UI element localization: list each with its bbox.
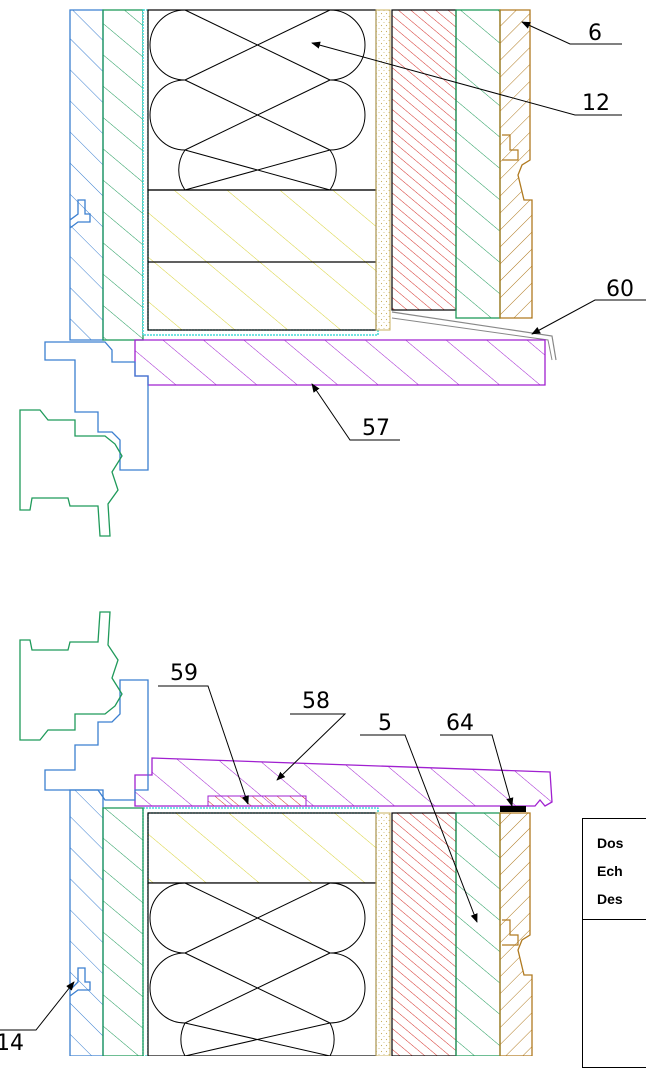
- top-red-brick: [391, 9, 457, 311]
- title-block-divider: [583, 919, 646, 920]
- bottom-packer: [207, 795, 307, 807]
- bottom-insulation: [147, 882, 377, 1056]
- top-green-panel: [455, 9, 501, 319]
- title-block-row-2: Ech: [597, 863, 623, 879]
- label-6: 6: [588, 21, 602, 46]
- top-section: [19, 9, 557, 537]
- callout-labels: 6 12 60 57 59 58 5 64 14: [0, 21, 634, 1056]
- bottom-green-sheathing: [102, 807, 144, 1056]
- bottom-window-frame-blue: [44, 679, 149, 801]
- top-purple-lintel: [134, 339, 546, 386]
- top-timber-block: [147, 189, 377, 331]
- top-brown-cladding: [499, 9, 533, 319]
- label-59: 59: [170, 661, 198, 686]
- label-14: 14: [0, 1031, 24, 1056]
- leaders: [0, 21, 646, 1031]
- title-block: Dos Ech Des: [582, 818, 646, 1068]
- top-insulation-pattern: [149, 9, 366, 191]
- title-block-row-1: Dos: [597, 835, 624, 851]
- bottom-green-panel: [455, 812, 501, 1056]
- bottom-insulation-pattern: [149, 882, 366, 1056]
- label-60: 60: [606, 277, 634, 302]
- bottom-timber-block: [147, 812, 377, 884]
- label-5: 5: [378, 711, 392, 736]
- top-sand-strip: [375, 9, 391, 331]
- label-58: 58: [302, 689, 330, 714]
- bottom-window-frame-green: [19, 611, 123, 741]
- top-blue-cladding: [69, 9, 104, 341]
- bottom-section: [19, 611, 553, 1056]
- bottom-purple-sill: [134, 757, 553, 807]
- top-insulation: [147, 9, 377, 191]
- top-window-frame-green: [19, 409, 123, 537]
- bottom-blue-cladding: [69, 789, 104, 1056]
- top-flashing: [391, 311, 557, 361]
- bottom-red-brick: [391, 812, 457, 1056]
- top-window-frame-blue: [44, 341, 149, 471]
- top-green-sheathing: [102, 9, 144, 341]
- label-12: 12: [582, 91, 610, 116]
- label-64: 64: [446, 711, 474, 736]
- label-57: 57: [362, 416, 390, 441]
- bottom-seal: [500, 806, 526, 812]
- title-block-row-3: Des: [597, 891, 623, 907]
- bottom-sand-strip: [375, 812, 391, 1056]
